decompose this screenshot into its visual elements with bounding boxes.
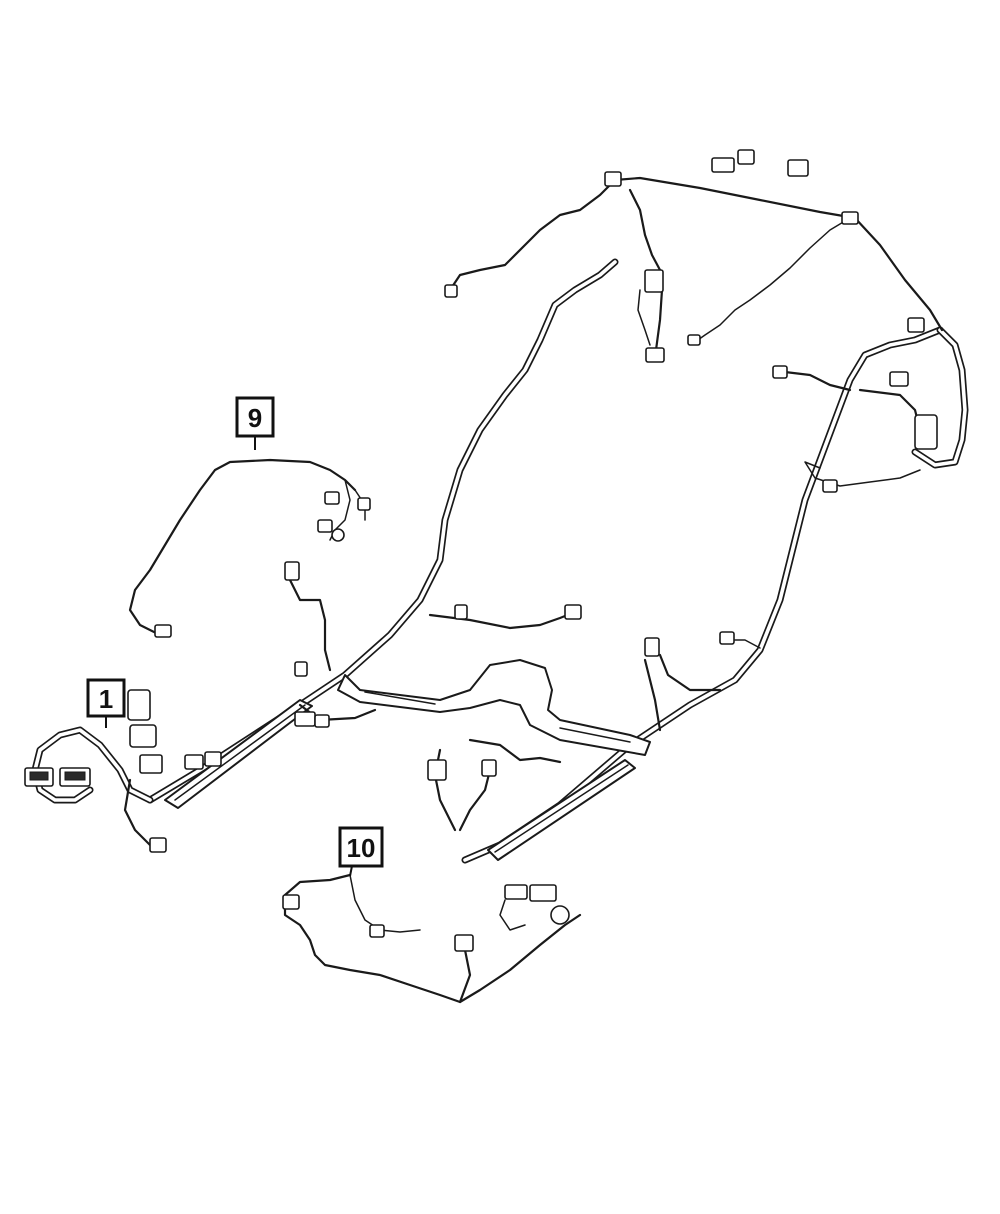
- callout-10-label: 10: [347, 833, 376, 863]
- body-harness-main: [146, 176, 969, 864]
- callout-9: 9: [235, 396, 275, 450]
- callout-1: 1: [86, 678, 126, 728]
- roof-connectors: [444, 149, 938, 657]
- callout-1-label: 1: [99, 684, 113, 714]
- harness-9: [128, 458, 371, 638]
- callout-10: 10: [338, 826, 384, 877]
- left-sill-cover: [164, 699, 313, 809]
- harness-10: [282, 873, 582, 1004]
- callout-9-label: 9: [248, 403, 262, 433]
- right-sill-cover: [487, 759, 636, 861]
- front-connector-cluster: [24, 561, 377, 853]
- rear-seat-connectors: [427, 604, 582, 832]
- floor-tunnel-channel: [337, 659, 651, 756]
